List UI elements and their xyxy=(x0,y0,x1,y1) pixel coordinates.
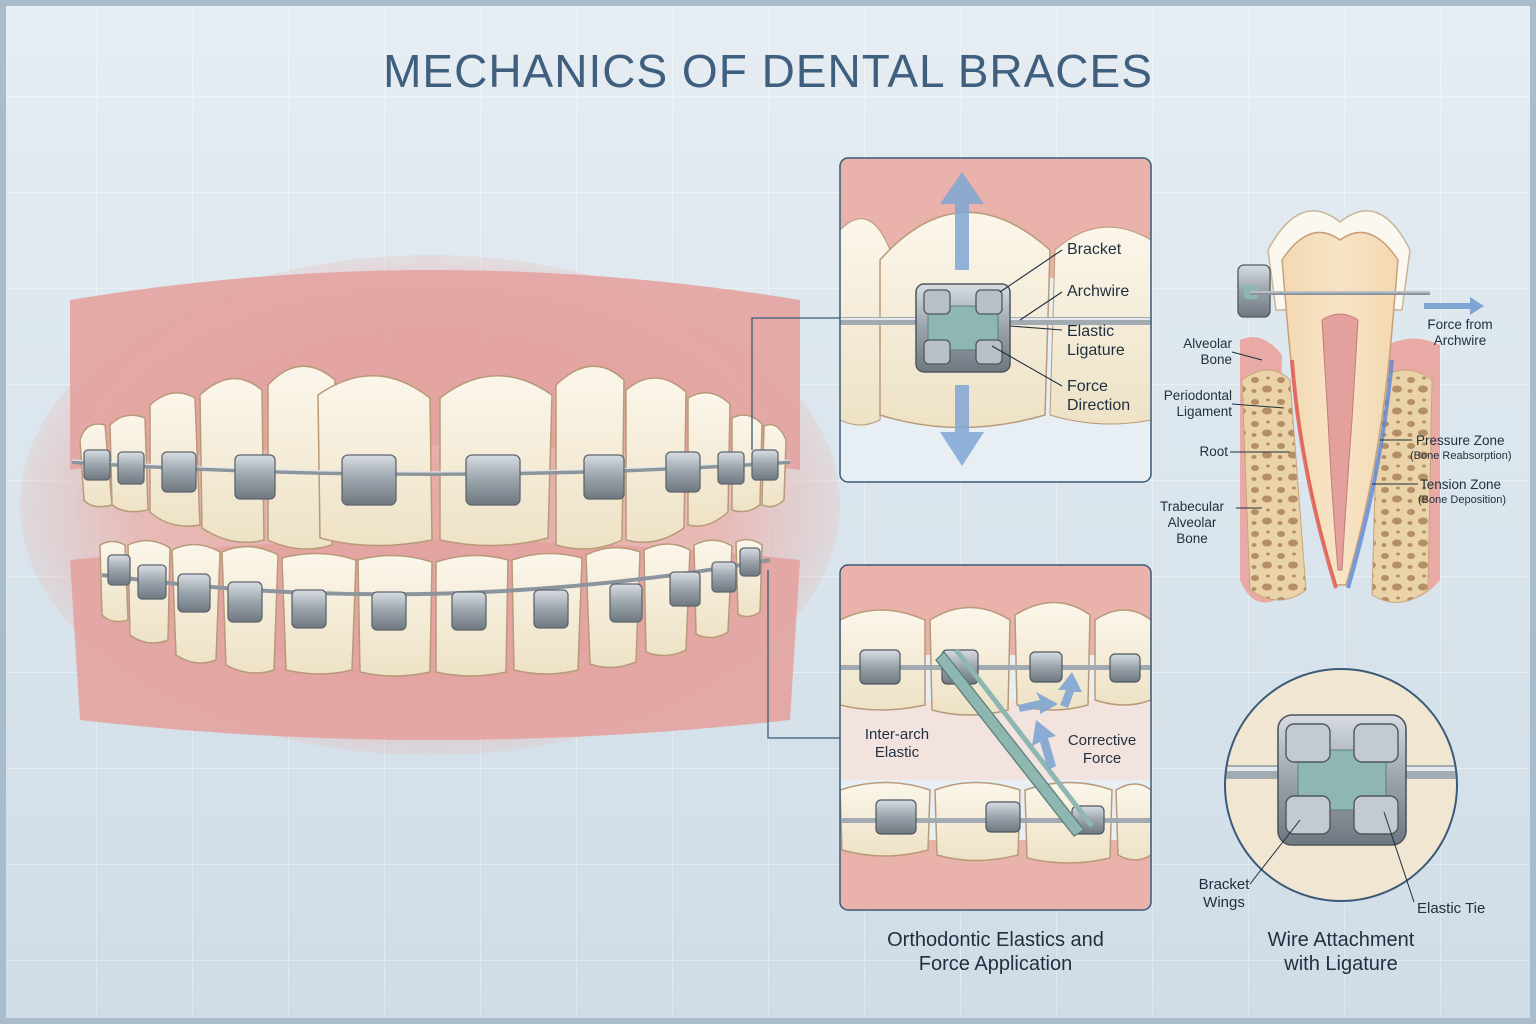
label-bracket-wings-line1: Bracket xyxy=(1198,876,1250,893)
label-pressure-zone: Pressure Zone xyxy=(1416,433,1505,448)
label-bracket-wings-line2: Wings xyxy=(1203,894,1245,911)
caption-wire-attachment-line1: Wire Attachment xyxy=(1267,929,1415,951)
wire-attachment-circle xyxy=(1224,668,1458,903)
label-elastic-ligature-line2: Ligature xyxy=(1067,342,1125,359)
label-alveolar-bone-line1: Alveolar xyxy=(1183,336,1232,351)
label-archwire: Archwire xyxy=(1067,283,1130,300)
page-title: MECHANICS OF DENTAL BRACES xyxy=(383,45,1153,97)
label-force-direction-line2: Direction xyxy=(1067,397,1131,414)
label-pressure-note: (Bone Reabsorption) xyxy=(1410,450,1512,462)
label-elastic-tie: Elastic Tie xyxy=(1417,900,1486,917)
label-trabecular-line1: Trabecular xyxy=(1159,499,1225,514)
tooth-cross-section xyxy=(1230,210,1484,603)
label-force-archwire-line1: Force from xyxy=(1427,317,1493,332)
label-corrective-line2: Force xyxy=(1082,750,1122,767)
label-corrective-line1: Corrective xyxy=(1067,732,1137,749)
label-inter-arch-line1: Inter-arch xyxy=(864,726,930,743)
label-force-archwire-line2: Archwire xyxy=(1433,333,1487,348)
label-elastic-ligature-line1: Elastic xyxy=(1067,323,1115,340)
label-root: Root xyxy=(1199,444,1228,459)
label-periodontal-line1: Periodontal xyxy=(1163,388,1232,403)
label-periodontal-line2: Ligament xyxy=(1176,404,1232,419)
label-tension-note: (Bone Deposition) xyxy=(1418,494,1507,506)
label-trabecular-line3: Bone xyxy=(1176,531,1208,546)
label-force-direction-line1: Force xyxy=(1067,378,1108,395)
caption-elastics-line1: Orthodontic Elastics and xyxy=(887,929,1104,951)
caption-wire-attachment-line2: with Ligature xyxy=(1284,953,1398,975)
main-teeth-illustration xyxy=(20,255,840,755)
label-tension-zone: Tension Zone xyxy=(1420,477,1502,492)
bracket-closeup-panel xyxy=(839,157,1152,483)
elastics-panel xyxy=(839,564,1152,911)
caption-elastics-line2: Force Application xyxy=(918,953,1073,975)
label-alveolar-bone-line2: Bone xyxy=(1200,352,1232,367)
label-bracket: Bracket xyxy=(1067,241,1122,258)
label-inter-arch-line2: Elastic xyxy=(874,744,920,761)
label-trabecular-line2: Alveolar xyxy=(1167,515,1217,530)
